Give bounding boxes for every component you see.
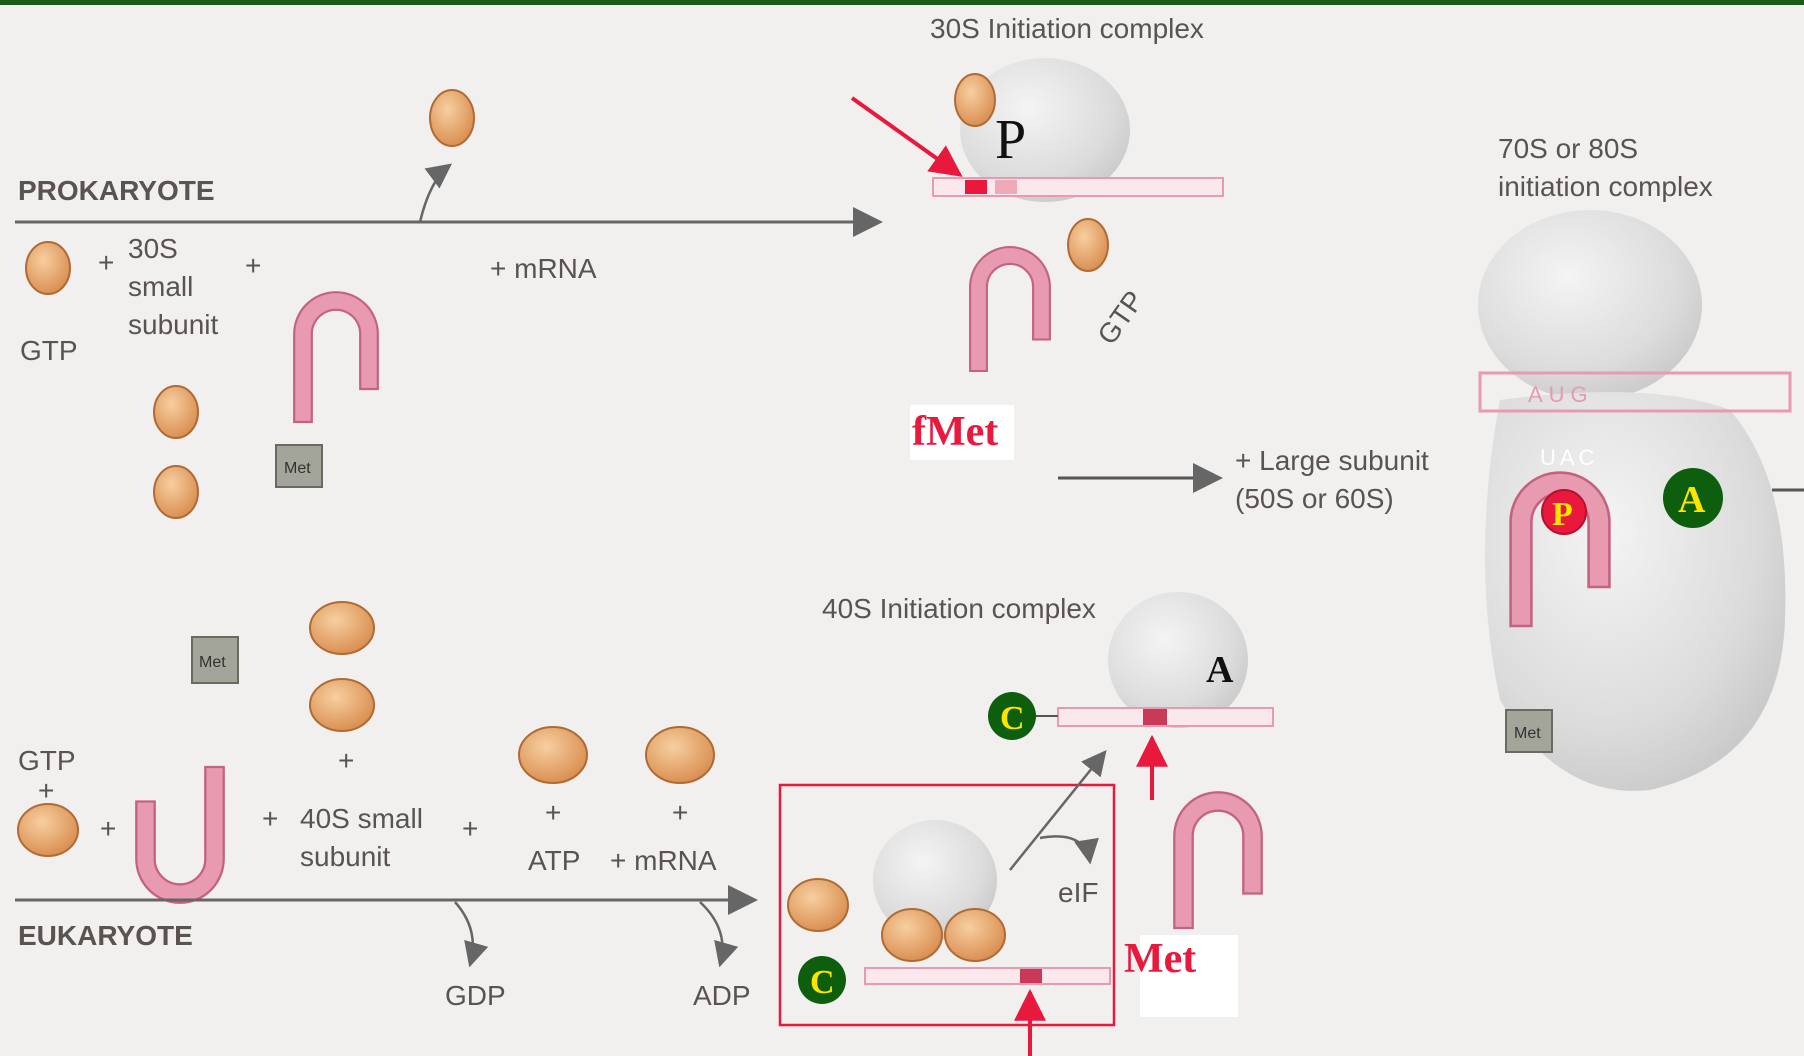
- eukaryote-gdp-label: GDP: [445, 980, 506, 1011]
- adp-release-arrow: [700, 902, 723, 965]
- met-label-40s: Met: [1124, 936, 1196, 982]
- svg-text:+: +: [100, 813, 116, 844]
- if2-factor: [26, 242, 70, 294]
- eukaryote-small-subunit-line2: subunit: [300, 841, 391, 872]
- next-codon-30s: [995, 180, 1017, 194]
- svg-text:+: +: [38, 775, 54, 806]
- if3-released-factor: [430, 90, 474, 146]
- met-label-70s: Met: [1514, 725, 1541, 742]
- eif1a-factor: [310, 679, 374, 731]
- svg-text:+: +: [545, 797, 561, 828]
- p-site-label-30s: P: [995, 109, 1026, 171]
- if1-on-ribosome: [955, 74, 995, 126]
- svg-text:+: +: [262, 803, 278, 834]
- eif2-factor: [18, 804, 78, 856]
- complex-70s-title-line2: initiation complex: [1498, 171, 1713, 202]
- complex-30s-title: 30S Initiation complex: [930, 13, 1204, 44]
- pointer-arrow-30s: [852, 98, 960, 175]
- initiator-trna-40s: [1174, 792, 1261, 928]
- eif3-factor: [310, 602, 374, 654]
- if-release-arrow: [420, 165, 450, 222]
- large-subunit-step: + Large subunit (50S or 60S): [1058, 445, 1429, 514]
- eukaryote-small-subunit-line1: 40S small: [300, 803, 423, 834]
- eif4f-factor: [519, 727, 587, 783]
- c-site-label-40s: C: [1000, 700, 1025, 737]
- start-codon-scanning: [1020, 969, 1042, 983]
- prokaryote-gtp-label: GTP: [20, 335, 78, 366]
- complex-70s: 70S or 80S initiation complex AUG UAC Me…: [1478, 133, 1804, 791]
- prokaryote-initiator-trna: [294, 292, 378, 422]
- fmet-label: fMet: [912, 409, 998, 455]
- svg-text:+: +: [672, 797, 688, 828]
- eukaryote-plus-mrna: + mRNA: [610, 845, 717, 876]
- if3-factor: [154, 466, 198, 518]
- if2-gtp-factor: [1068, 219, 1108, 271]
- c-site-label-lower: C: [810, 964, 835, 1001]
- small-subunit-line2: small: [128, 271, 193, 302]
- start-codon-40s: [1143, 709, 1167, 725]
- anticodon-uac: UAC: [1540, 445, 1598, 470]
- small-subunit-line3: subunit: [128, 309, 219, 340]
- eukaryote-atp-label: ATP: [528, 845, 580, 876]
- gtp-label-30s: GTP: [1091, 285, 1149, 350]
- eif4a-factor: [646, 727, 714, 783]
- a-site-label-70s: A: [1678, 479, 1706, 521]
- small-subunit-line1: 30S: [128, 233, 178, 264]
- prokaryote-met-label: Met: [284, 460, 311, 477]
- gdp-release-arrow: [455, 902, 473, 965]
- prokaryote-section: PROKARYOTE + GTP 30S small subunit + Met…: [15, 90, 880, 518]
- svg-text:+: +: [245, 250, 261, 281]
- svg-text:+: +: [462, 813, 478, 844]
- eukaryote-label: EUKARYOTE: [18, 920, 193, 951]
- fmet-trna-30s: [970, 247, 1050, 371]
- large-subunit-line2: (50S or 60S): [1235, 483, 1394, 514]
- p-site-label-70s: P: [1552, 496, 1573, 533]
- a-site-label-40s: A: [1206, 649, 1234, 691]
- to-40s-complex-arrow: [1010, 752, 1105, 870]
- if1-factor: [154, 386, 198, 438]
- eif-release-arrow: [1040, 836, 1090, 862]
- eif-release-label: eIF: [1058, 877, 1098, 908]
- eif3-factor-scanning: [945, 909, 1005, 961]
- svg-text:+: +: [338, 745, 354, 776]
- codon-aug: AUG: [1528, 382, 1594, 407]
- prokaryote-label: PROKARYOTE: [18, 175, 215, 206]
- eif2-factor-scanning: [882, 909, 942, 961]
- svg-text:+: +: [98, 247, 114, 278]
- start-codon-30s: [965, 180, 987, 194]
- complex-40s-scanning: C eIF: [780, 752, 1114, 1056]
- complex-40s-title: 40S Initiation complex: [822, 593, 1096, 624]
- mrna-scanning: [865, 968, 1110, 984]
- eukaryote-adp-label: ADP: [693, 980, 751, 1011]
- eif4-factor-scanning: [788, 879, 848, 931]
- complex-30s: 30S Initiation complex P GTP fMet: [852, 13, 1223, 460]
- eukaryote-gtp-label: GTP: [18, 745, 76, 776]
- eukaryote-section: GTP + + Met + + 40S small subunit + + + …: [15, 602, 755, 1011]
- top-frame-bar: [0, 0, 1804, 5]
- eukaryote-met-label: Met: [199, 654, 226, 671]
- prokaryote-plus-mrna: + mRNA: [490, 253, 597, 284]
- eukaryote-initiator-trna: [136, 767, 223, 903]
- large-subunit-line1: + Large subunit: [1235, 445, 1429, 476]
- complex-70s-title-line1: 70S or 80S: [1498, 133, 1638, 164]
